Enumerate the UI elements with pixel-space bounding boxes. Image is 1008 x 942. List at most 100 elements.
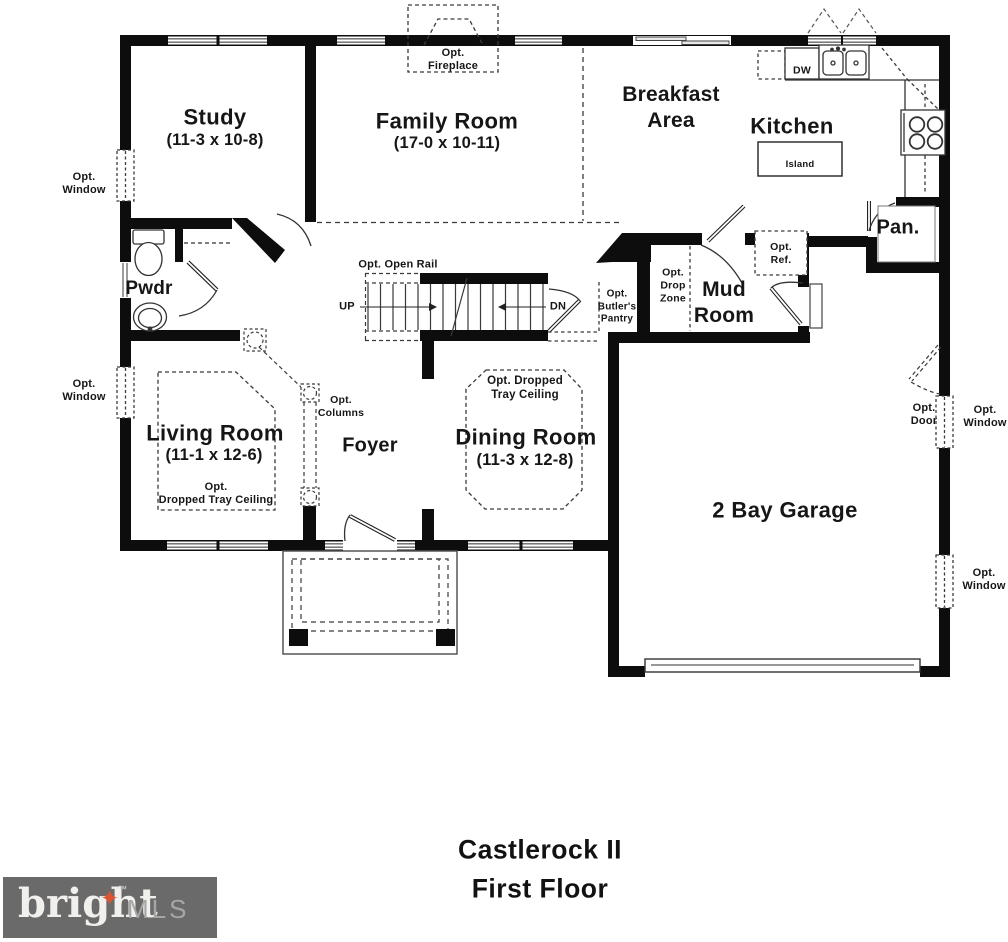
dining-room-label: Dining Room bbox=[455, 424, 597, 450]
opt-cabinet bbox=[757, 50, 786, 80]
doors bbox=[178, 201, 896, 542]
stair-break-line bbox=[450, 277, 468, 337]
columns-diagonal bbox=[258, 346, 304, 390]
wall-closet-divider bbox=[175, 229, 183, 262]
opt-refrigerator-icon bbox=[754, 230, 808, 276]
stove-icon bbox=[900, 109, 946, 156]
wall-pwdr-bottom bbox=[120, 330, 240, 341]
opt-window-left-lower-label: Opt. Window bbox=[62, 377, 106, 403]
breakfast-slider-door bbox=[633, 36, 731, 45]
family-room-window-2 bbox=[515, 36, 562, 45]
family-room-dims: (17-0 x 10-11) bbox=[393, 133, 501, 152]
study-dims: (11-3 x 10-8) bbox=[166, 130, 264, 149]
island-label: Island bbox=[785, 159, 815, 171]
living-room-window bbox=[167, 541, 268, 550]
front-porch bbox=[282, 550, 458, 655]
stairs-door bbox=[547, 288, 582, 333]
garage-step bbox=[809, 283, 823, 329]
garage-door bbox=[644, 658, 921, 677]
opt-window-right-lower-label: Opt. Window bbox=[962, 566, 1006, 592]
wall-foyer-left-stub bbox=[303, 505, 316, 541]
family-room-label: Family Room bbox=[375, 108, 519, 134]
opt-drop-zone-label: Opt. Drop Zone bbox=[660, 266, 686, 305]
opt-window-left-upper-label: Opt. Window bbox=[62, 170, 106, 196]
wall-stairs-top bbox=[420, 273, 548, 284]
wall-mud-bottom bbox=[608, 332, 810, 343]
wall-kitchen-mud bbox=[809, 236, 868, 247]
porch-column-right bbox=[436, 629, 455, 646]
family-room-window bbox=[337, 36, 385, 45]
opt-door-label: Opt. Door bbox=[910, 401, 938, 427]
dining-room-window bbox=[468, 541, 573, 550]
kitchen-sink-icon bbox=[818, 44, 870, 80]
column-2-icon bbox=[300, 383, 320, 403]
star-icon: ✦ bbox=[100, 886, 120, 912]
foyer-label: Foyer bbox=[342, 434, 398, 457]
windows bbox=[119, 7, 877, 551]
opt-open-rail-label: Opt. Open Rail bbox=[358, 258, 438, 271]
opt-ref-label: Opt. Ref. bbox=[770, 240, 792, 266]
wall-butlers-mud-divider bbox=[637, 262, 650, 333]
bright-mls-logo: bright ✦ ™ MLS bbox=[3, 877, 217, 938]
column-1-icon bbox=[243, 328, 267, 352]
porch-column-left bbox=[289, 629, 308, 646]
staircase bbox=[360, 272, 546, 342]
wall-foyer-dining-upper bbox=[422, 341, 434, 379]
optional-windows bbox=[116, 149, 954, 609]
island-icon bbox=[757, 141, 843, 177]
wall-garage-left bbox=[608, 333, 619, 677]
opt-window-right-lower-icon bbox=[935, 554, 954, 609]
opt-butlers-pantry-label: Opt. Butler's Pantry bbox=[597, 288, 637, 325]
wall-pantry-top bbox=[896, 197, 939, 207]
fixtures bbox=[132, 44, 946, 332]
wall-pantry-left bbox=[866, 237, 877, 273]
toilet-icon bbox=[132, 229, 165, 277]
living-tray-outline bbox=[157, 371, 276, 511]
front-door-sidelights bbox=[325, 540, 415, 551]
bath-sink-icon bbox=[132, 302, 168, 332]
breakfast-area-label: Breakfast Area bbox=[622, 82, 720, 132]
opt-window-right-upper-label: Opt. Window bbox=[963, 403, 1007, 429]
logo-mls-text: MLS bbox=[127, 894, 190, 924]
mud-room-label: Mud Room bbox=[693, 277, 755, 327]
study-window bbox=[168, 36, 267, 45]
opt-fireplace-label: Opt. Fireplace bbox=[427, 46, 479, 72]
plan-title: Castlerock II bbox=[457, 834, 623, 865]
living-room-dims: (11-1 x 12-6) bbox=[165, 445, 263, 464]
pwdr-door bbox=[178, 260, 219, 317]
garage-entry-door bbox=[769, 281, 823, 329]
wall-stairs-bottom bbox=[420, 330, 548, 341]
pwdr-window bbox=[119, 262, 132, 298]
opt-columns-label: Opt. Columns bbox=[317, 393, 365, 419]
dashed-boundaries bbox=[157, 4, 939, 511]
pantry-shelf bbox=[877, 205, 936, 263]
wall-right bbox=[939, 35, 950, 677]
wall-angled-hall bbox=[596, 233, 651, 263]
opt-fireplace-icon bbox=[407, 4, 499, 73]
opt-window-right-upper-icon bbox=[935, 395, 954, 449]
living-tray-label: Opt. Dropped Tray Ceiling bbox=[158, 480, 274, 506]
study-label: Study bbox=[183, 104, 247, 130]
up-arrow bbox=[360, 303, 437, 311]
dining-tray-outline bbox=[465, 369, 583, 510]
logo-brand-text: bright bbox=[18, 880, 158, 927]
opt-window-left-lower-icon bbox=[116, 366, 135, 419]
pwdr-label: Pwdr bbox=[125, 278, 173, 300]
dishwasher-icon bbox=[784, 47, 820, 80]
up-label: UP bbox=[339, 300, 355, 313]
dishwasher-label: DW bbox=[793, 64, 811, 77]
down-arrow bbox=[498, 303, 546, 311]
trademark-symbol: ™ bbox=[118, 884, 127, 894]
opt-door-swing-icon bbox=[908, 344, 942, 395]
wall-pantry-bottom bbox=[866, 262, 950, 273]
butlers-pantry-outline bbox=[548, 282, 600, 342]
column-3-icon bbox=[300, 487, 320, 507]
pantry-label: Pan. bbox=[876, 216, 920, 239]
wall-pwdr-diagonal bbox=[232, 218, 285, 263]
garage-label: 2 Bay Garage bbox=[712, 497, 858, 523]
wall-mud-top-left bbox=[645, 233, 702, 245]
plan-subtitle: First Floor bbox=[471, 873, 609, 904]
wall-pwdr-top bbox=[120, 218, 232, 229]
front-door bbox=[343, 514, 396, 542]
